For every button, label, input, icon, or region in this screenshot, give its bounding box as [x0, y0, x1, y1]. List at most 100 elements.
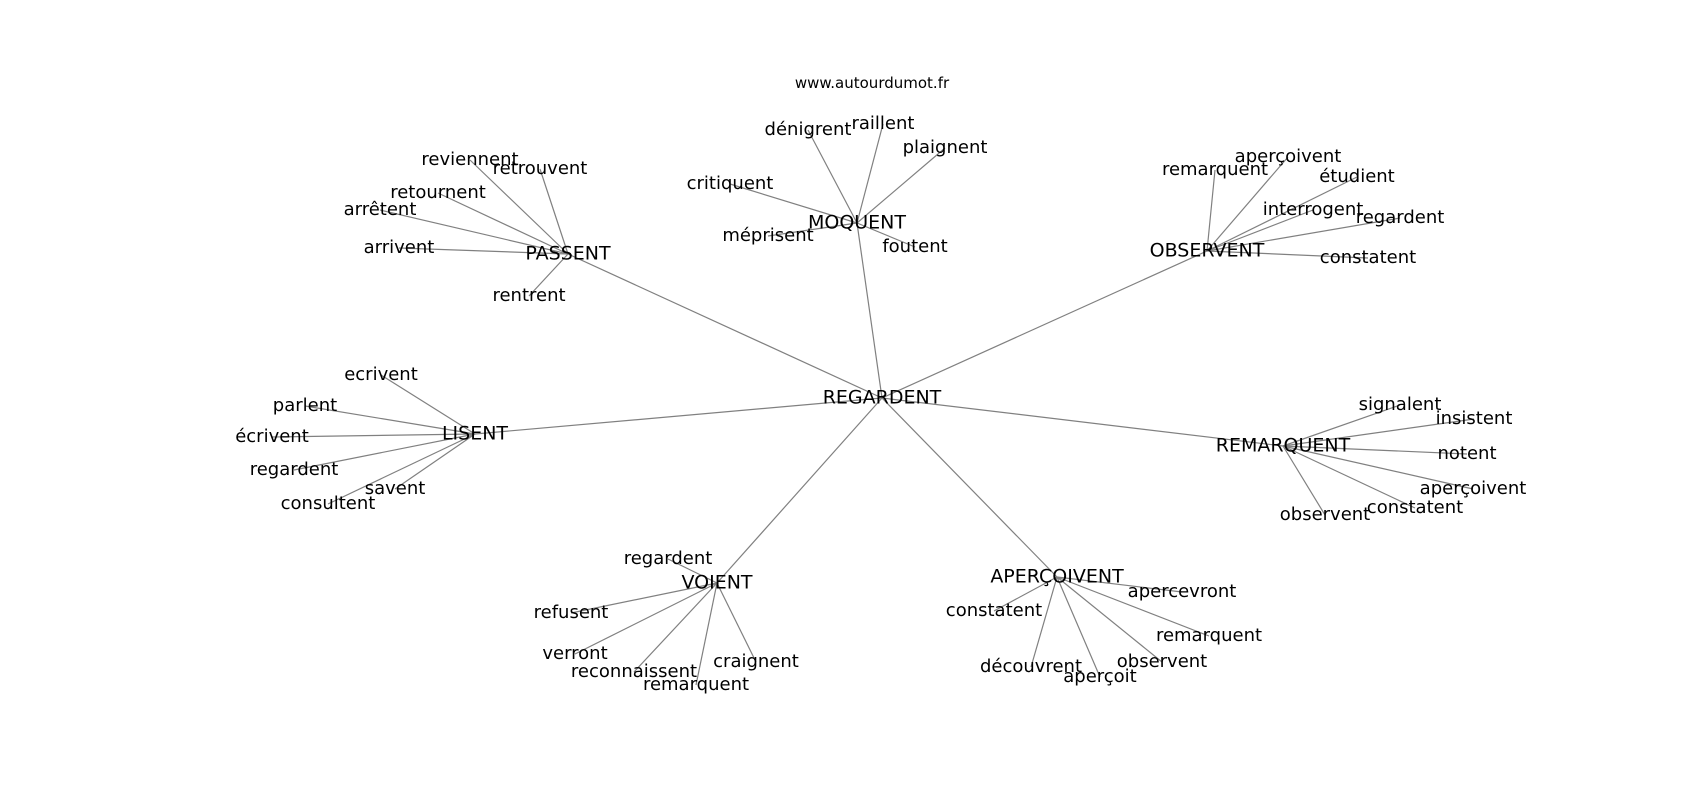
edge-center-passent — [567, 253, 883, 399]
edges-layer — [271, 123, 1475, 686]
leaf-node-label: découvrent — [980, 656, 1082, 677]
leaf-node-label: observent — [1117, 651, 1207, 672]
edge-apercoivent-leaf — [993, 576, 1058, 612]
leaf-node-label: aperçoivent — [1235, 146, 1342, 167]
leaf-node-label: étudient — [1319, 166, 1395, 187]
leaf-node-label: apercevront — [1128, 581, 1237, 602]
edge-observent-leaf — [1206, 169, 1216, 252]
leaf-node-label: regardent — [1356, 207, 1445, 228]
edge-voient-leaf — [633, 582, 718, 673]
leaf-node-label: rentrent — [492, 285, 565, 306]
leaf-node-label: parlent — [273, 395, 337, 416]
edge-lisent-leaf — [380, 374, 476, 435]
site-label: www.autourdumot.fr — [795, 74, 950, 92]
edge-center-observent — [881, 250, 1208, 399]
leaf-node-label: verront — [542, 643, 607, 664]
edge-lisent-leaf — [271, 433, 476, 438]
leaf-node-label: constatent — [1320, 247, 1416, 268]
leaf-node-label: reviennent — [421, 149, 518, 170]
leaf-node-label: remarquent — [1162, 159, 1268, 180]
center-node-label: REGARDENT — [823, 387, 942, 409]
edge-passent-leaf — [528, 253, 569, 297]
leaf-node-label: ecrivent — [344, 364, 418, 385]
hub-node-label: LISENT — [442, 423, 508, 445]
edge-apercoivent-leaf — [1056, 576, 1163, 663]
leaf-node-label: craignent — [713, 651, 799, 672]
leaf-node-label: arrêtent — [344, 199, 417, 220]
edge-voient-leaf — [716, 582, 757, 663]
leaf-node-label: constatent — [1367, 497, 1463, 518]
edge-voient-leaf — [695, 582, 718, 686]
edge-voient-leaf — [667, 558, 718, 584]
leaf-node-label: raillent — [852, 113, 915, 134]
edge-lisent-leaf — [304, 405, 476, 435]
edge-passent-leaf — [379, 209, 569, 255]
edge-moquent-leaf — [767, 222, 858, 237]
leaf-node-label: interrogent — [1263, 199, 1364, 220]
hub-node-label: PASSENT — [525, 243, 611, 265]
hub-node-label: VOIENT — [681, 572, 752, 594]
edge-moquent-leaf — [856, 222, 916, 248]
edge-center-moquent — [856, 222, 883, 399]
leaf-node-label: critiquent — [687, 173, 774, 194]
edge-remarquent-leaf — [1282, 445, 1326, 516]
edge-moquent-leaf — [807, 129, 858, 224]
leaf-node-label: dénigrent — [765, 119, 852, 140]
leaf-node-label: savent — [365, 478, 426, 499]
edge-observent-leaf — [1206, 176, 1358, 252]
edge-apercoivent-leaf — [1056, 576, 1183, 593]
edge-passent-leaf — [539, 168, 569, 255]
leaf-node-label: notent — [1437, 443, 1496, 464]
leaf-node-label: regardent — [250, 459, 339, 480]
leaf-node-label: plaignent — [903, 137, 988, 158]
edge-passent-leaf — [469, 159, 569, 255]
edge-voient-leaf — [570, 582, 718, 614]
edge-lisent-leaf — [327, 433, 476, 505]
leaf-node-label: écrivent — [235, 426, 309, 447]
edge-center-voient — [716, 397, 883, 584]
hub-node-label: MOQUENT — [808, 212, 906, 234]
edge-moquent-leaf — [856, 123, 884, 224]
leaf-node-label: consultent — [281, 493, 376, 514]
edge-passent-leaf — [398, 247, 569, 255]
edge-lisent-leaf — [394, 433, 476, 490]
leaf-node-label: retournent — [390, 182, 486, 203]
edge-voient-leaf — [574, 582, 718, 655]
leaf-node-label: retrouvent — [493, 158, 588, 179]
leaf-node-label: signalent — [1359, 394, 1442, 415]
edge-center-lisent — [474, 397, 883, 435]
leaf-node-label: reconnaissent — [571, 661, 697, 682]
leaf-node-label: foutent — [882, 236, 947, 257]
hub-node-label: REMARQUENT — [1216, 435, 1351, 457]
leaf-node-label: méprisent — [722, 225, 813, 246]
edge-moquent-leaf — [856, 147, 946, 224]
edge-passent-leaf — [437, 192, 569, 255]
leaf-node-label: constatent — [946, 600, 1042, 621]
edge-remarquent-leaf — [1282, 445, 1474, 490]
edge-apercoivent-leaf — [1056, 576, 1210, 637]
edge-observent-leaf — [1206, 217, 1401, 252]
leaf-node-label: regardent — [624, 548, 713, 569]
leaf-node-label: remarquent — [1156, 625, 1262, 646]
edge-center-remarquent — [881, 397, 1284, 447]
leaf-node-label: observent — [1280, 504, 1370, 525]
hub-node-label: APERÇOIVENT — [990, 566, 1124, 588]
edge-remarquent-leaf — [1282, 418, 1475, 447]
edge-remarquent-leaf — [1282, 445, 1416, 509]
edge-observent-leaf — [1206, 156, 1289, 252]
leaf-node-label: arrivent — [364, 237, 435, 258]
edge-moquent-leaf — [729, 183, 858, 224]
leaf-node-label: aperçoivent — [1420, 478, 1527, 499]
edge-center-apercoivent — [881, 397, 1058, 578]
hub-node-label: OBSERVENT — [1150, 240, 1265, 262]
edge-observent-leaf — [1206, 209, 1314, 252]
leaf-node-label: insistent — [1436, 408, 1513, 429]
leaf-node-label: refusent — [534, 602, 609, 623]
edge-remarquent-leaf — [1282, 404, 1401, 447]
edge-lisent-leaf — [293, 433, 476, 471]
edge-apercoivent-leaf — [1056, 576, 1101, 678]
leaf-node-label: aperçoit — [1063, 666, 1137, 687]
edge-remarquent-leaf — [1282, 445, 1468, 455]
